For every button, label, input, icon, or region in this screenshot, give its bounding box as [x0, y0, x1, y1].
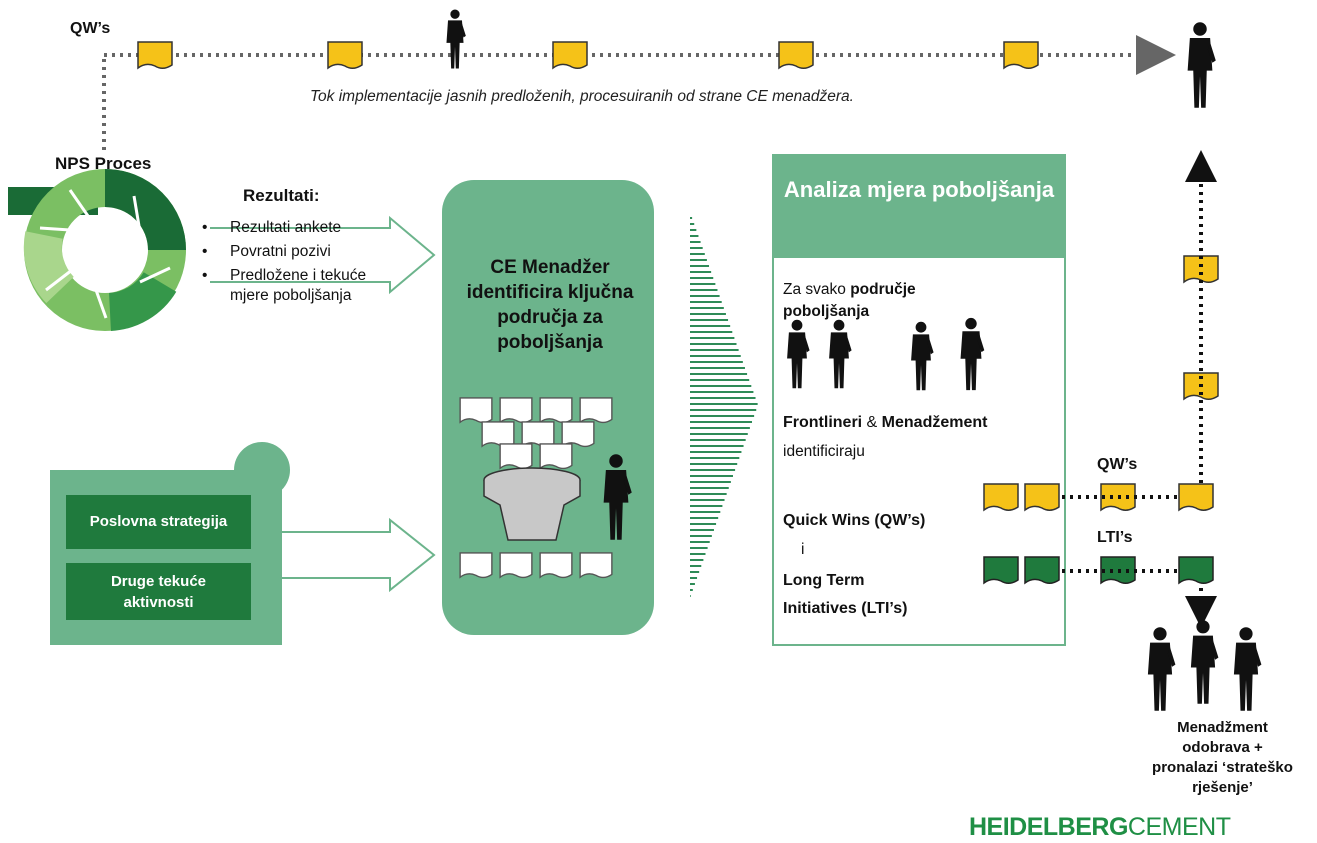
top-qw-label: QW’s	[70, 20, 111, 37]
results-item: Predložene i tekuće mjere poboljšanja	[202, 266, 380, 306]
results-item: Povratni pozivi	[202, 242, 380, 262]
results-arrow	[210, 215, 436, 295]
each-area-text: Za svako područje poboljšanja	[783, 281, 916, 320]
note-icon	[778, 41, 814, 70]
long-term-label-1: Long Term	[783, 572, 865, 589]
results-list: Rezultati ankete Povratni pozivi Predlož…	[202, 218, 380, 310]
note-icon	[1003, 41, 1039, 70]
other-activities-box: Druge tekuće aktivnosti	[66, 563, 251, 620]
quick-wins-label: Quick Wins (QW’s)	[783, 512, 926, 529]
analysis-title: Analiza mjera poboljšanja	[783, 177, 1055, 202]
lti-notes	[983, 556, 1214, 585]
nps-title: NPS Proces	[55, 154, 152, 173]
heidelbergcement-logo: HEIDELBERGCEMENT	[969, 813, 1231, 841]
management-text: Menadžment odobrava + pronalazi ‘strateš…	[1152, 719, 1293, 796]
top-flow-line	[102, 35, 1176, 150]
management-person-icons	[1147, 620, 1262, 711]
ce-manager-text: CE Menadžer identificira ključna područj…	[466, 257, 634, 353]
manager-person-icon	[1187, 22, 1216, 108]
right-qw-label: QW’s	[1097, 456, 1138, 473]
funnel-icon	[483, 467, 581, 541]
inputs-arrow	[268, 517, 436, 593]
results-item: Rezultati ankete	[202, 218, 380, 238]
note-icon	[552, 41, 588, 70]
flow-caption: Tok implementacije jasnih predloženih, p…	[310, 88, 854, 105]
frontliners-text: Frontlineri & Menadžement	[783, 414, 988, 431]
results-title: Rezultati:	[243, 186, 320, 205]
and-label: i	[801, 541, 805, 558]
nps-cycle-icon	[8, 169, 186, 331]
long-term-label-2: Initiatives (LTI’s)	[783, 600, 908, 617]
right-lti-label: LTI’s	[1097, 529, 1133, 546]
presenter-person-icon	[446, 9, 466, 69]
note-icon	[137, 41, 173, 70]
chevron-arrow	[690, 217, 758, 597]
business-strategy-box: Poslovna strategija	[66, 495, 251, 549]
note-icon	[327, 41, 363, 70]
identify-text: identificiraju	[783, 443, 865, 460]
